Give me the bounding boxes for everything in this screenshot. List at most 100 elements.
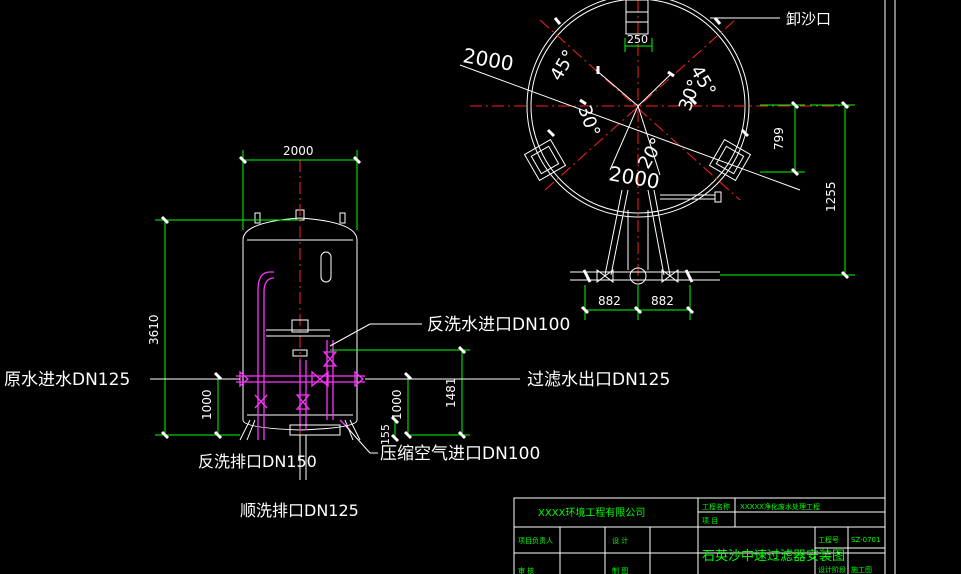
air-in-leader-diag — [344, 424, 371, 454]
dim-3610-tick-bottom — [160, 430, 170, 440]
title-project-name: XXXXX净化废水处理工程 — [740, 502, 820, 511]
dim-882-left-label: 882 — [598, 294, 621, 308]
air-in-label: 压缩空气进口DN100 — [380, 444, 540, 464]
center-riser-valve — [295, 394, 311, 410]
spoke-3 — [595, 69, 639, 107]
dim-882-tick-right — [685, 305, 695, 315]
dim-3610-label: 3610 — [147, 314, 161, 345]
main-valve-mid — [311, 370, 329, 388]
nozzle-mark-8 — [713, 17, 722, 25]
lifting-lug-right — [339, 212, 346, 224]
leg-left-outer — [239, 419, 251, 441]
dim-1481-label: 1481 — [444, 377, 458, 408]
top-manhole — [625, 0, 649, 35]
dim-2000-tick-left — [238, 155, 248, 165]
backwash-in-label: 反洗水进口DN100 — [427, 315, 570, 335]
raw-water-in-label: 原水进水DN125 — [4, 370, 130, 390]
plan-diameter-label: 2000 — [461, 43, 515, 75]
title-stage-value: 施工图 — [851, 565, 872, 574]
filtered-out-label: 过滤水出口DN125 — [527, 370, 670, 390]
dim-799-tick-top — [790, 100, 800, 110]
title-drawing-no-label: 工程号 — [818, 535, 839, 544]
lifting-lug-left — [254, 212, 261, 224]
spoke-1 — [609, 105, 639, 171]
nozzle-mark-7 — [553, 17, 562, 25]
plan-pipe-leg-2 — [610, 189, 629, 276]
leg-left-inner — [246, 419, 256, 441]
title-design-label: 设 计 — [612, 536, 628, 545]
dim-155-tick-top — [390, 415, 400, 425]
drawing-frame — [884, 0, 896, 574]
dim-1481-tick-bottom — [457, 430, 467, 440]
plan-pipe-leg-4 — [653, 189, 671, 276]
dim-799-label: 799 — [772, 127, 786, 150]
dim-1255-tick-top — [840, 100, 850, 110]
plan-valve-right — [661, 269, 679, 283]
plan-pipe-leg-1 — [604, 189, 623, 276]
vessel-body — [242, 217, 358, 431]
dim-1000-left-tick-top — [213, 371, 223, 381]
dim-882-tick-mid — [633, 305, 643, 315]
dim-3610-tick-top — [160, 215, 170, 225]
front-view: 2000 3610 1000 1000 155 1481 反洗水进口DN100 — [4, 144, 670, 520]
dim-1000-right-label: 1000 — [390, 389, 404, 420]
title-project-label: 工程名称 — [702, 502, 730, 511]
plan-diagonal-1 — [539, 19, 741, 201]
plan-pipe-leg-3 — [647, 189, 665, 276]
dim-1000-left-label: 1000 — [200, 389, 214, 420]
nozzle-mark-6 — [740, 128, 750, 138]
backwash-in-leader-diag — [329, 323, 371, 347]
forward-drain-label: 顺洗排口DN125 — [240, 501, 359, 520]
title-draw-label: 制 图 — [612, 566, 628, 574]
angle-label-right-30: 30° — [675, 77, 706, 114]
side-box-left — [523, 138, 567, 182]
dim-882-tick-left — [580, 305, 590, 315]
spoke-4 — [637, 74, 671, 107]
bottom-drain-pipe — [289, 424, 341, 436]
dim-1481-tick-top — [457, 345, 467, 355]
dim-799-tick-bottom — [790, 167, 800, 177]
title-company: XXXX环境工程有限公司 — [538, 506, 645, 519]
sight-glass — [320, 251, 332, 283]
plan-flange-right — [684, 269, 694, 283]
backwash-drain-label: 反洗排口DN150 — [198, 452, 317, 471]
dim-882-right-label: 882 — [651, 294, 674, 308]
title-designer-label: 项目负责人 — [518, 536, 553, 545]
right-small-flange — [714, 191, 722, 203]
dim-155-label: 155 — [379, 424, 392, 445]
title-item-label: 项 目 — [702, 517, 718, 525]
distributor-block — [291, 319, 309, 333]
dim-1000-right-tick-top — [403, 371, 413, 381]
main-valve-left — [239, 370, 249, 388]
diameter-leader — [459, 64, 801, 191]
title-drawing-title: 石英沙中速过滤器安装图 — [702, 549, 845, 564]
discharge-label: 卸沙口 — [786, 10, 831, 28]
dim-1255-tick-bottom — [840, 270, 850, 280]
title-block: XXXX环境工程有限公司 工程名称 XXXXX净化废水处理工程 项 目 项目负责… — [513, 497, 886, 574]
right-riser-valve — [322, 351, 338, 367]
raw-water-riser-inner — [263, 277, 274, 440]
spoke-2 — [637, 105, 661, 176]
title-drawing-no: SZ-0701 — [851, 536, 880, 544]
side-box-right — [708, 138, 752, 182]
dim-1000-right-tick-bottom — [403, 430, 413, 440]
main-valve-right — [354, 370, 364, 388]
plan-header-tee — [629, 267, 647, 285]
distributor-plate — [292, 349, 308, 357]
title-review-label: 审 核 — [518, 566, 534, 574]
dim-155-tick-bottom — [390, 433, 400, 443]
vessel-plan-outer-circle — [526, 0, 750, 218]
plan-valve-left — [596, 269, 614, 283]
plan-diagonal-2 — [544, 19, 736, 191]
dim-2000-label: 2000 — [283, 144, 314, 158]
leg-right-outer — [349, 419, 361, 441]
dim-2000-tick-right — [352, 155, 362, 165]
nozzle-mark-4 — [688, 96, 698, 106]
dim-1000-left-tick-bottom — [213, 430, 223, 440]
title-stage-label: 设计阶段 — [818, 565, 846, 574]
nozzle-mark-2 — [667, 70, 675, 78]
angle-label-left-30: 30° — [573, 103, 604, 140]
dim-250-label: 250 — [627, 33, 648, 46]
drain-valve-mark-2 — [254, 394, 268, 409]
